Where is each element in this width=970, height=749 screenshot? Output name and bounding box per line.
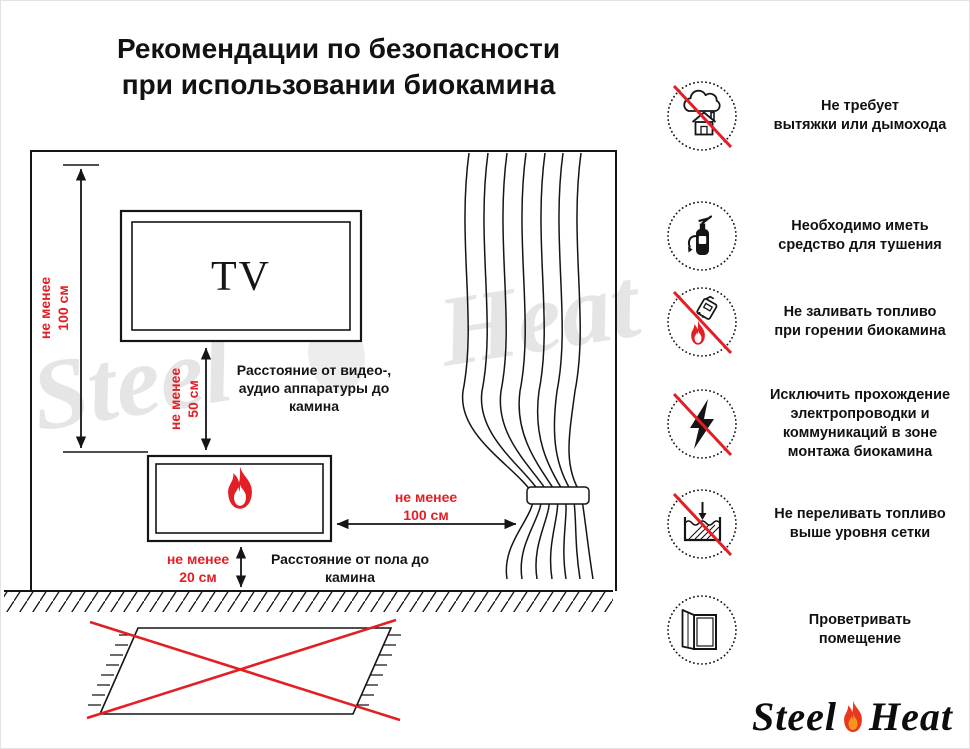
rule-no-chimney: Не требует вытяжки или дымохода bbox=[663, 77, 963, 155]
caption-tv-2: аудио аппаратуры до bbox=[239, 380, 390, 396]
rule-text: Не переливать топливо выше уровня сетки bbox=[774, 506, 946, 541]
carpet-prohibition-cross bbox=[86, 618, 401, 722]
logo-flame-icon bbox=[844, 700, 862, 733]
dimension-fireplace-floor: не менее 20 см Расстояние от пола до кам… bbox=[167, 546, 429, 588]
extinguisher-icon bbox=[667, 201, 737, 271]
brand-logo: Steel Heat bbox=[752, 693, 953, 740]
caption-tv-1: Расстояние от видео-, bbox=[237, 362, 391, 378]
tv-label: TV bbox=[211, 254, 271, 300]
title-line-1: Рекомендации по безопасности bbox=[116, 33, 561, 64]
dim-tv-label-2: 50 см bbox=[185, 380, 201, 418]
caption-floor-2: камина bbox=[325, 569, 375, 585]
dim-curtain-label-2: 100 см bbox=[403, 507, 448, 523]
tv: TV bbox=[119, 209, 363, 343]
carpet-fringe-right bbox=[356, 634, 401, 706]
dim-floor-label-2: 20 см bbox=[179, 569, 217, 585]
floor-hatching bbox=[4, 592, 613, 612]
dimension-fireplace-curtain: не менее 100 см bbox=[336, 489, 517, 530]
rule-no-overfill: Не переливать топливо выше уровня сетки bbox=[663, 485, 963, 563]
no-overfill-icon bbox=[667, 489, 737, 559]
curtain bbox=[462, 152, 594, 580]
rule-ventilation: Проветривать помещение bbox=[663, 591, 963, 669]
carpet-fringe-left bbox=[88, 634, 132, 706]
rule-text: Необходимо иметь средство для тушения bbox=[778, 218, 942, 253]
caption-tv-3: камина bbox=[289, 398, 339, 414]
no-chimney-icon bbox=[667, 81, 737, 151]
room-walls bbox=[4, 150, 617, 592]
dim-floor-label-1: не менее bbox=[167, 551, 230, 567]
rule-no-wiring: Исключить прохождение электропроводки и … bbox=[663, 385, 963, 463]
caption-floor-1: Расстояние от пола до bbox=[271, 551, 429, 567]
room-diagram: TV не менее 100 см не менее bbox=[4, 150, 617, 722]
rule-text: Не заливать топливо при горении биокамин… bbox=[774, 304, 946, 339]
logo-heat: Heat bbox=[869, 694, 953, 739]
no-refueling-icon bbox=[667, 287, 737, 357]
page-title: Рекомендации по безопасности при использ… bbox=[56, 31, 621, 104]
rules-list: Не требует вытяжки или дымохода Необходи… bbox=[663, 1, 963, 701]
rule-text: Исключить прохождение электропроводки и … bbox=[769, 387, 951, 460]
rule-no-refueling: Не заливать топливо при горении биокамин… bbox=[663, 283, 963, 361]
title-line-2: при использовании биокамина bbox=[121, 69, 556, 101]
dim-wall-label-2: 100 см bbox=[55, 285, 71, 330]
dim-curtain-label-1: не менее bbox=[395, 489, 458, 505]
rule-extinguisher: Необходимо иметь средство для тушения bbox=[663, 197, 963, 275]
curtain-tie bbox=[526, 486, 590, 505]
dimension-wall-height: не менее 100 см bbox=[37, 164, 148, 453]
fireplace bbox=[146, 454, 333, 543]
dimension-tv-fireplace: не менее 50 см Расстояние от видео-, ауд… bbox=[167, 347, 391, 451]
dim-wall-label-1: не менее bbox=[37, 277, 53, 340]
flame-icon bbox=[228, 466, 252, 509]
no-wiring-icon bbox=[667, 389, 737, 459]
rule-text: Не требует вытяжки или дымохода bbox=[773, 98, 947, 133]
rule-text: Проветривать помещение bbox=[808, 612, 912, 647]
dim-tv-label-1: не менее bbox=[167, 368, 183, 431]
ventilation-icon bbox=[667, 595, 737, 665]
logo-steel: Steel bbox=[752, 694, 838, 739]
